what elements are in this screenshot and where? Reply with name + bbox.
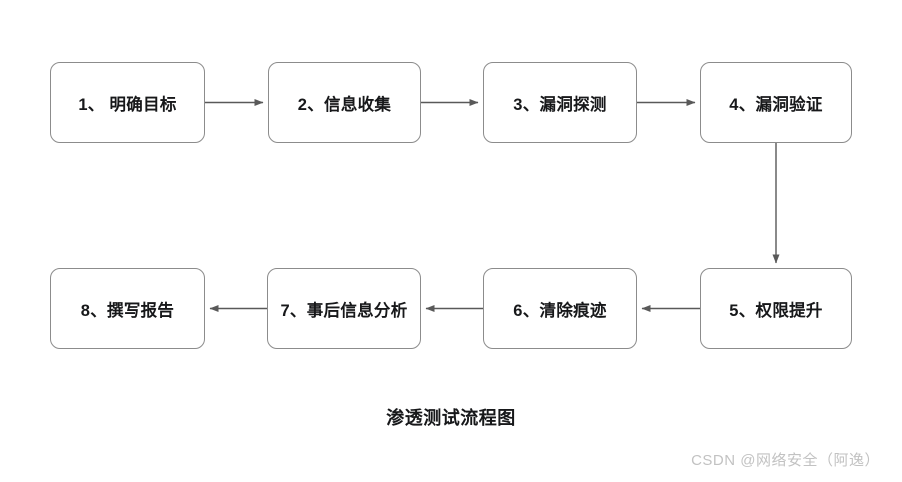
node-step-4[interactable]: 4、漏洞验证	[700, 62, 852, 143]
node-step-1-label: 1、 明确目标	[78, 95, 177, 114]
node-step-3[interactable]: 3、漏洞探测	[483, 62, 637, 143]
diagram-title: 渗透测试流程图	[386, 408, 516, 428]
node-step-7-label: 7、事后信息分析	[280, 301, 408, 320]
csdn-watermark: CSDN @网络安全（阿逸）	[691, 452, 880, 469]
node-step-2-label: 2、信息收集	[297, 95, 392, 114]
node-step-6[interactable]: 6、清除痕迹	[483, 268, 637, 349]
node-step-6-label: 6、清除痕迹	[513, 301, 607, 320]
node-step-5[interactable]: 5、权限提升	[700, 268, 852, 349]
node-step-3-label: 3、漏洞探测	[513, 95, 607, 114]
node-step-1[interactable]: 1、 明确目标	[50, 62, 205, 143]
node-step-4-label: 4、漏洞验证	[729, 95, 823, 114]
node-step-8[interactable]: 8、撰写报告	[50, 268, 205, 349]
node-step-8-label: 8、撰写报告	[80, 301, 175, 320]
node-step-5-label: 5、权限提升	[729, 301, 823, 320]
node-step-7[interactable]: 7、事后信息分析	[267, 268, 421, 349]
node-step-2[interactable]: 2、信息收集	[268, 62, 421, 143]
